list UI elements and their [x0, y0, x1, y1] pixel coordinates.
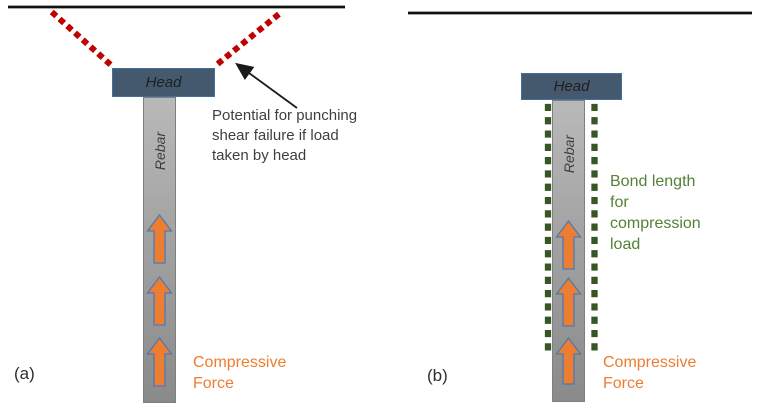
rebar-a-label: Rebar: [151, 131, 168, 171]
panel-b-caption: (b): [427, 366, 448, 385]
panel-a-caption: (a): [14, 364, 35, 383]
rebar-a: Rebar: [143, 97, 176, 403]
punching-shear-dotted-line-right: [215, 5, 289, 67]
compressive-force-label-b: Compressive Force: [603, 354, 697, 392]
compressive-force-label-a: Compressive Force: [193, 354, 287, 392]
rebar-b-label: Rebar: [560, 134, 577, 174]
head-a: Head: [112, 68, 215, 97]
punching-shear-dotted-line-left: [49, 9, 117, 71]
annotation-arrow-icon: [235, 62, 298, 109]
head-b: Head: [521, 73, 622, 100]
bond-length-annotation: Bond length for compression load: [610, 173, 701, 253]
head-a-label: Head: [145, 74, 182, 91]
punching-shear-annotation: Potential for punching shear failure if …: [212, 107, 358, 164]
rebar-b: Rebar: [552, 100, 585, 402]
head-b-label: Head: [553, 78, 590, 95]
